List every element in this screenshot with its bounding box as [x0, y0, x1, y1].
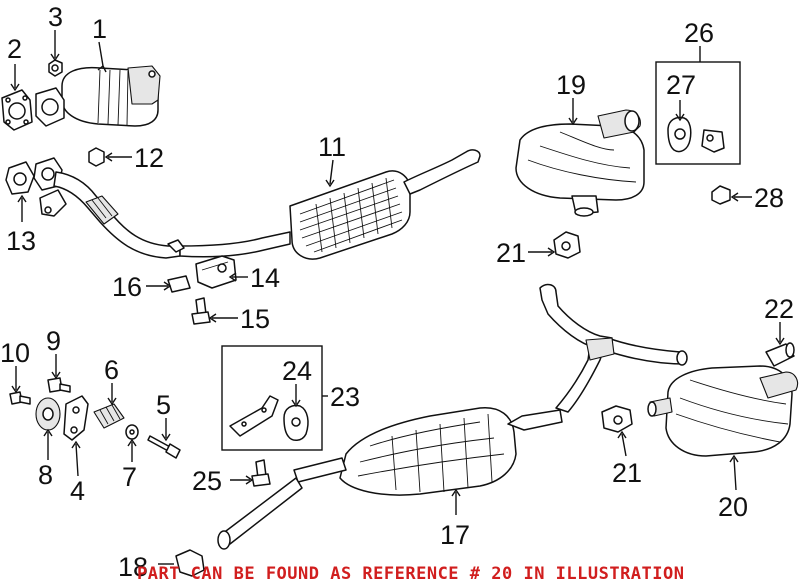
hanger-clip: [167, 275, 191, 293]
catalytic-converter: [61, 65, 161, 127]
callout-2: 2: [7, 34, 22, 64]
kit-box-26: [655, 61, 741, 165]
callout-27: 27: [666, 70, 696, 100]
tail-tip-22: [765, 342, 795, 367]
callout-17: 17: [440, 520, 470, 550]
nut-12: [88, 147, 105, 167]
bolt-5: [147, 435, 181, 459]
callout-11: 11: [318, 132, 346, 162]
callout-8: 8: [38, 460, 53, 490]
callout-22: 22: [764, 294, 794, 324]
rear-muffler-lower: [647, 365, 799, 457]
callout-26: 26: [684, 18, 714, 48]
bolt-25: [251, 459, 271, 487]
callout-9: 9: [46, 326, 61, 356]
clamp-21-bottom: [601, 405, 633, 433]
callout-14: 14: [250, 263, 280, 293]
callout-16: 16: [112, 272, 142, 302]
leader-lines: [10, 30, 785, 565]
callout-4: 4: [70, 476, 85, 506]
callout-12: 12: [134, 143, 164, 173]
tail-pipe-front: [217, 477, 303, 550]
bracket-4: [63, 395, 89, 441]
callout-21-bottom: 21: [612, 458, 642, 488]
callout-15: 15: [240, 304, 270, 334]
callout-21-top: 21: [496, 238, 526, 268]
clamp-21-top: [553, 231, 581, 259]
bolt-9: [47, 377, 71, 393]
callout-10: 10: [0, 338, 30, 368]
clamp-18: [175, 549, 205, 577]
callout-6: 6: [104, 355, 119, 385]
callout-1: 1: [92, 14, 107, 44]
rear-muffler-upper: [515, 109, 645, 217]
callout-24: 24: [282, 356, 312, 386]
washer-7: [125, 424, 139, 440]
nut: [48, 59, 63, 77]
grommet-28: [711, 185, 731, 205]
callout-25: 25: [192, 466, 222, 496]
spring-6: [93, 403, 125, 429]
isolator-8: [35, 397, 61, 431]
callout-23: 23: [330, 382, 360, 412]
front-exhaust-pipe: [5, 157, 181, 259]
callout-3: 3: [48, 2, 63, 32]
bolt: [191, 297, 211, 325]
intermediate-pipe-resonator: [167, 149, 481, 260]
center-muffler: [293, 407, 563, 496]
callout-28: 28: [754, 183, 784, 213]
kit-box-23: [221, 345, 323, 451]
callout-19: 19: [556, 70, 586, 100]
footer-note: PART CAN BE FOUND AS REFERENCE # 20 IN I…: [137, 564, 684, 584]
callout-18: 18: [118, 552, 148, 582]
bolt-10: [9, 391, 31, 405]
hanger-bracket: [195, 255, 237, 289]
callout-13: 13: [6, 226, 36, 256]
callout-7: 7: [122, 462, 137, 492]
callout-5: 5: [156, 390, 171, 420]
gasket: [1, 89, 33, 131]
flange-plate: [35, 87, 65, 127]
rear-y-pipe: [539, 283, 688, 413]
callout-20: 20: [718, 492, 748, 522]
